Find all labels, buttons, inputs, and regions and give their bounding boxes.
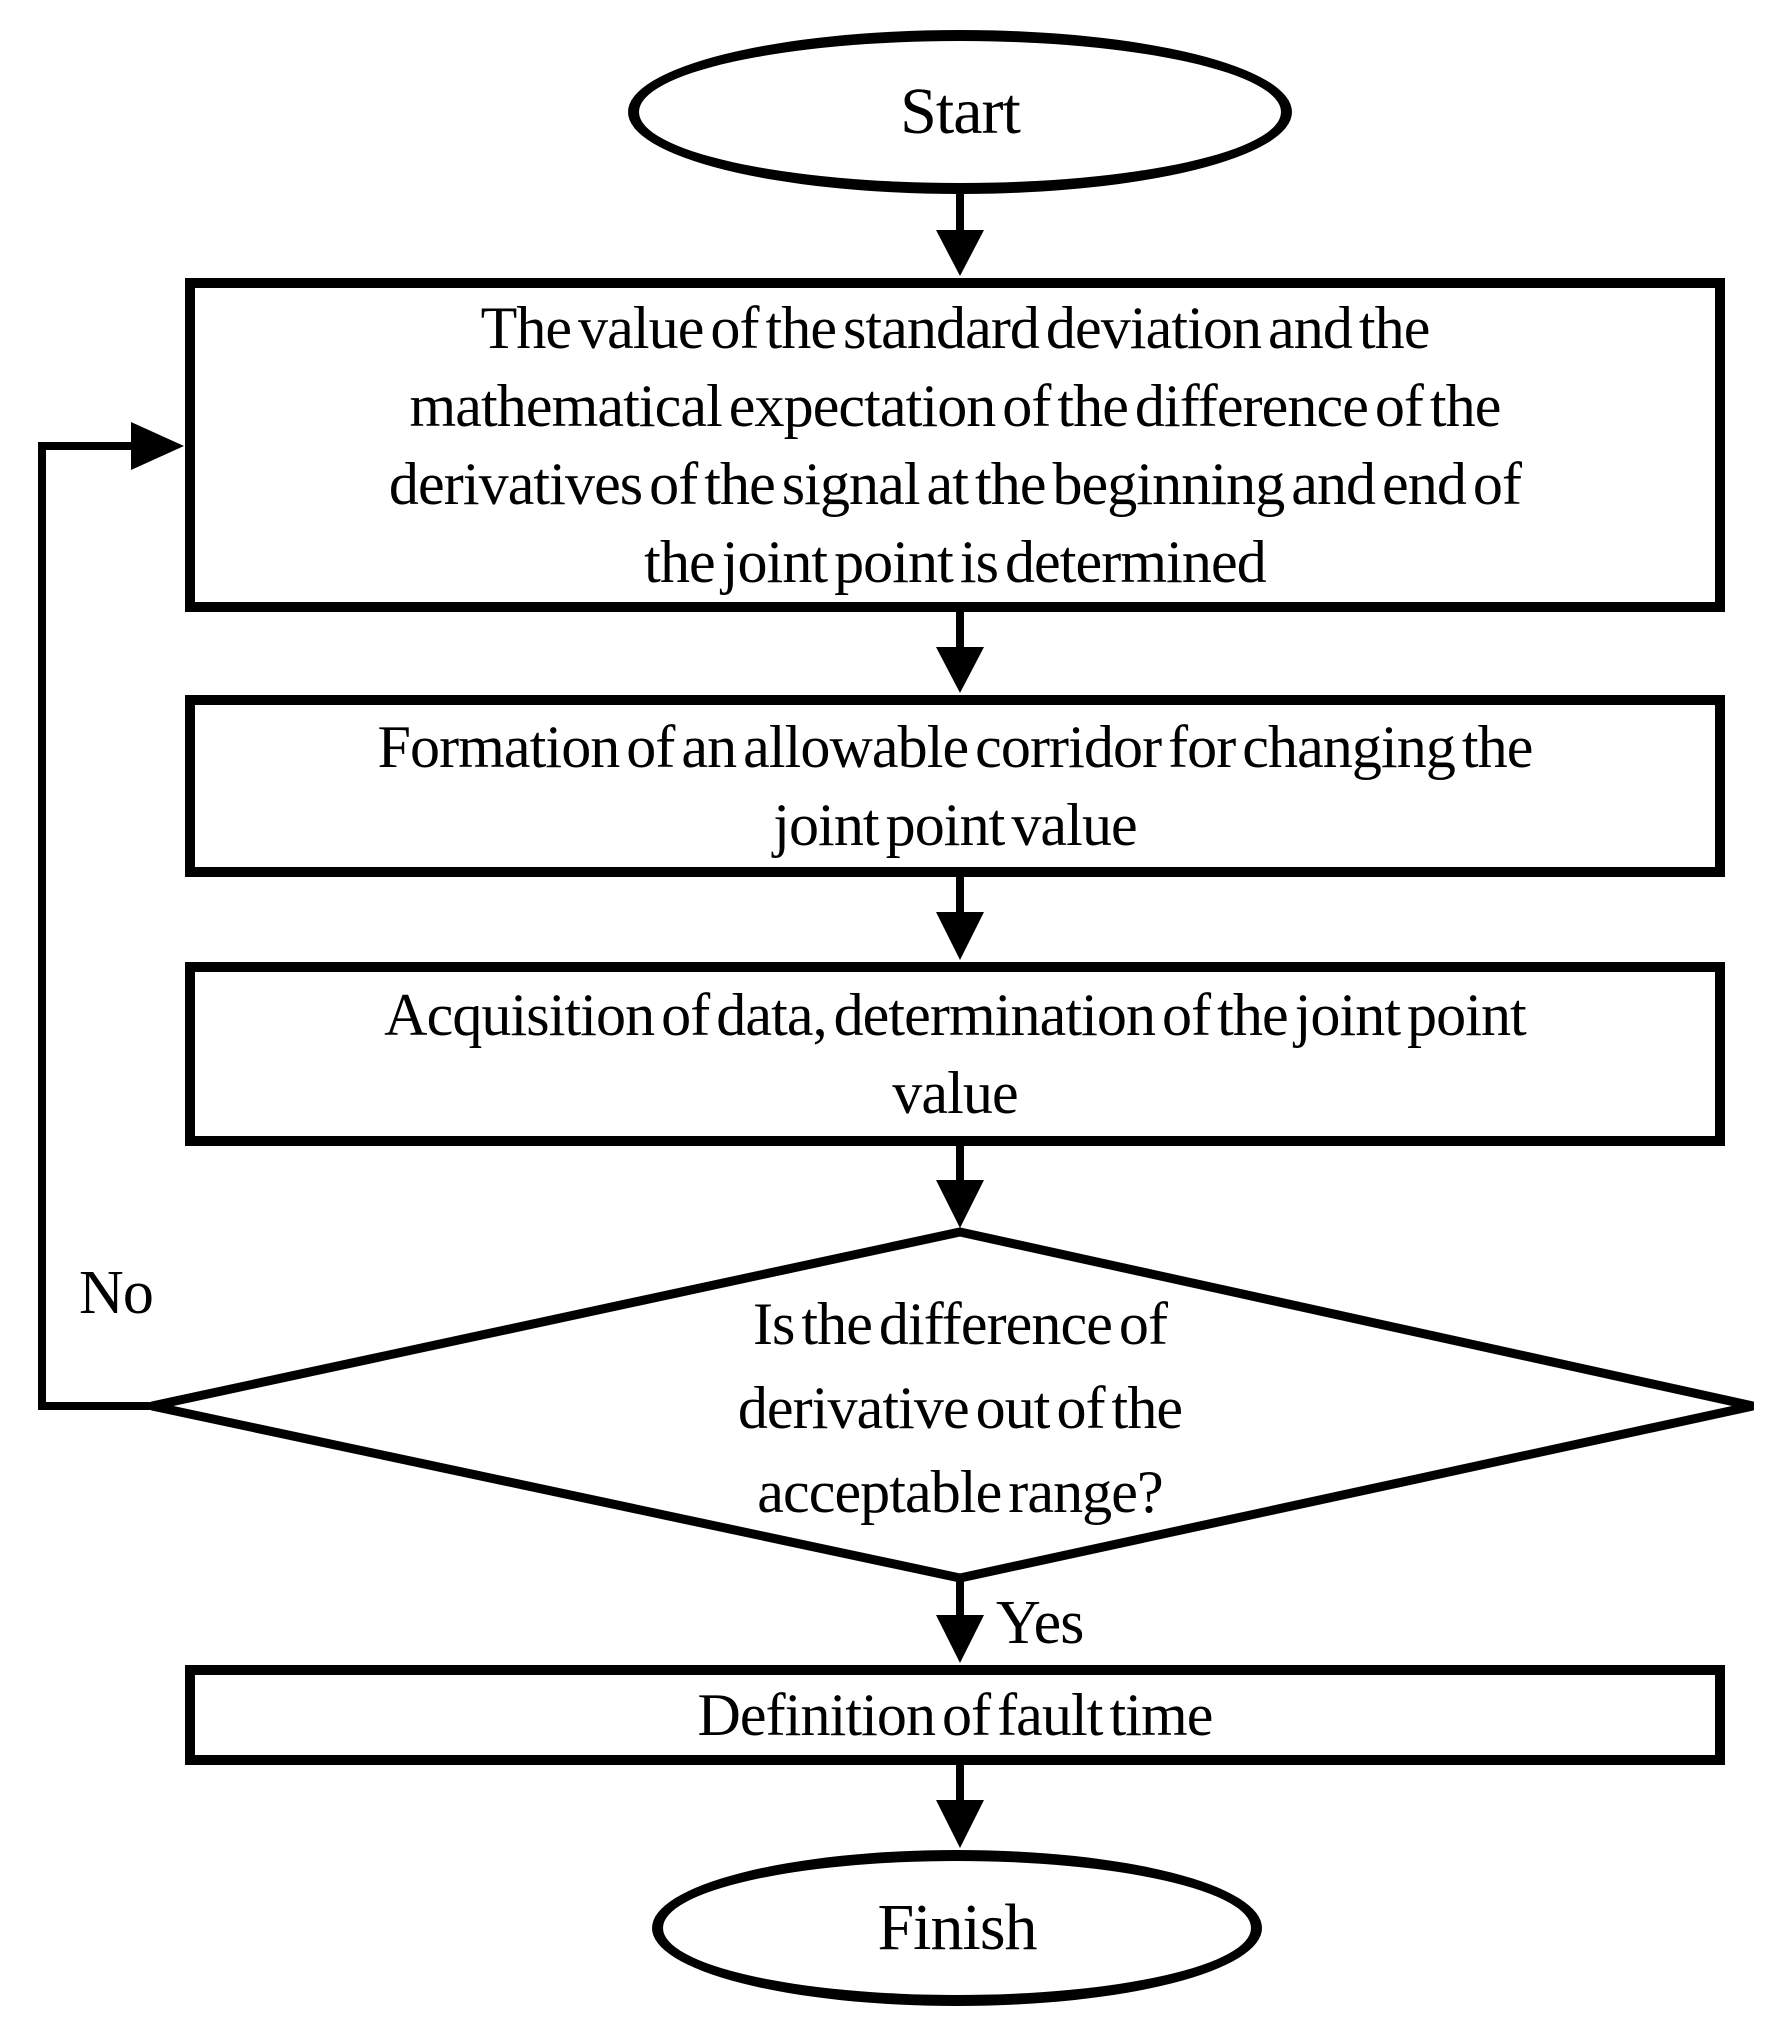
arrow-step2-to-step3	[936, 875, 984, 960]
arrow-step3-to-decision	[936, 1144, 984, 1228]
process-step-3-label: Acquisition of data, determination of th…	[384, 982, 1527, 1126]
decision-label: Is the difference of derivative out of t…	[737, 1291, 1183, 1525]
process-step-1-label: The value of the standard deviation and …	[388, 295, 1522, 595]
process-step-1: The value of the standard deviation and …	[185, 278, 1725, 612]
arrow-decision-yes-to-result	[936, 1578, 984, 1663]
arrow-result-to-finish	[936, 1763, 984, 1848]
finish-terminator: Finish	[652, 1850, 1262, 2006]
arrow-start-to-step1	[936, 194, 984, 276]
arrow-decision-no-feedback	[38, 422, 184, 1410]
start-terminator: Start	[628, 30, 1292, 194]
process-step-2-label: Formation of an allowable corridor for c…	[377, 714, 1534, 858]
yes-label: Yes	[996, 1589, 1084, 1657]
result-step: Definition of fault time	[185, 1665, 1725, 1765]
arrow-step1-to-step2	[936, 610, 984, 693]
result-step-label: Definition of fault time	[697, 1682, 1214, 1748]
finish-label: Finish	[877, 1891, 1037, 1964]
no-label: No	[79, 1259, 154, 1327]
start-label: Start	[900, 75, 1021, 148]
process-step-2: Formation of an allowable corridor for c…	[185, 695, 1725, 877]
process-step-3: Acquisition of data, determination of th…	[185, 962, 1725, 1146]
